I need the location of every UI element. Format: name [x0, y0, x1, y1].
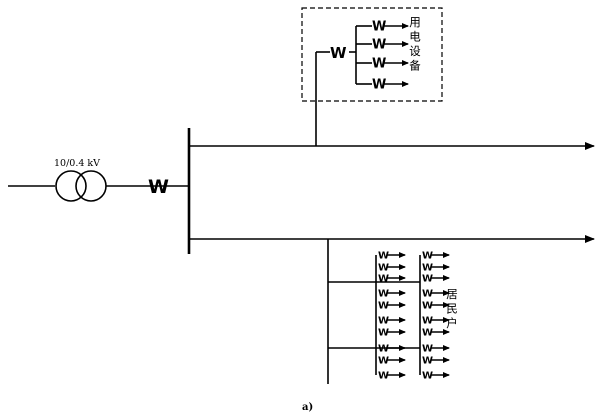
- switch-symbol: W: [378, 344, 389, 355]
- switch-symbol: W: [422, 344, 433, 355]
- switch-symbol: W: [422, 356, 433, 367]
- switch-symbol: W: [422, 263, 433, 274]
- switch-symbol: W: [378, 328, 389, 339]
- switch-symbol: W: [422, 274, 433, 285]
- equipment-feed: W: [372, 78, 409, 93]
- household-feed: W: [378, 251, 406, 262]
- switch-symbol: W: [378, 289, 389, 300]
- household-feed: W: [422, 289, 450, 300]
- household-feed: W: [378, 356, 406, 367]
- switch-symbol: W: [422, 301, 433, 312]
- switch-symbol: W: [422, 371, 433, 382]
- switch-symbol: W: [372, 57, 386, 72]
- household-feed: W: [422, 328, 450, 339]
- equipment-feed: W: [372, 20, 409, 35]
- transformer-symbol: [55, 170, 107, 202]
- equipment-feed: W: [372, 38, 409, 53]
- equipment-feed: W: [372, 57, 409, 72]
- household-feed: W: [378, 316, 406, 327]
- equipment-switch-symbol: W: [330, 44, 347, 62]
- switch-symbol: W: [378, 316, 389, 327]
- household-feed: W: [422, 301, 450, 312]
- equipment-dashed-box: [301, 7, 443, 102]
- switch-symbol: W: [422, 289, 433, 300]
- switch-symbol: W: [422, 328, 433, 339]
- switch-symbol: W: [372, 20, 386, 35]
- household-feed: W: [378, 301, 406, 312]
- figure-caption: a): [302, 402, 313, 413]
- switch-symbol: W: [378, 301, 389, 312]
- switch-symbol: W: [378, 263, 389, 274]
- switch-symbol: W: [378, 274, 389, 285]
- household-feed: W: [422, 356, 450, 367]
- household-feed: W: [422, 274, 450, 285]
- household-feed: W: [378, 344, 406, 355]
- equipment-label: 用电设备: [408, 16, 422, 74]
- household-feed: W: [378, 371, 406, 382]
- household-feed: W: [422, 344, 450, 355]
- switch-symbol: W: [378, 371, 389, 382]
- switch-symbol: W: [378, 251, 389, 262]
- households-label: 居民户: [445, 288, 459, 332]
- switch-symbol: W: [422, 316, 433, 327]
- main-switch-symbol: W: [148, 176, 169, 198]
- switch-symbol: W: [372, 38, 386, 53]
- household-feed: W: [422, 251, 450, 262]
- household-feed: W: [422, 263, 450, 274]
- switch-symbol: W: [372, 78, 386, 93]
- household-feed: W: [378, 263, 406, 274]
- household-feed: W: [422, 371, 450, 382]
- household-feed: W: [378, 328, 406, 339]
- household-feed: W: [378, 274, 406, 285]
- switch-symbol: W: [422, 251, 433, 262]
- household-feed: W: [422, 316, 450, 327]
- switch-symbol: W: [378, 356, 389, 367]
- transformer-label: 10/0.4 kV: [54, 158, 100, 169]
- household-feed: W: [378, 289, 406, 300]
